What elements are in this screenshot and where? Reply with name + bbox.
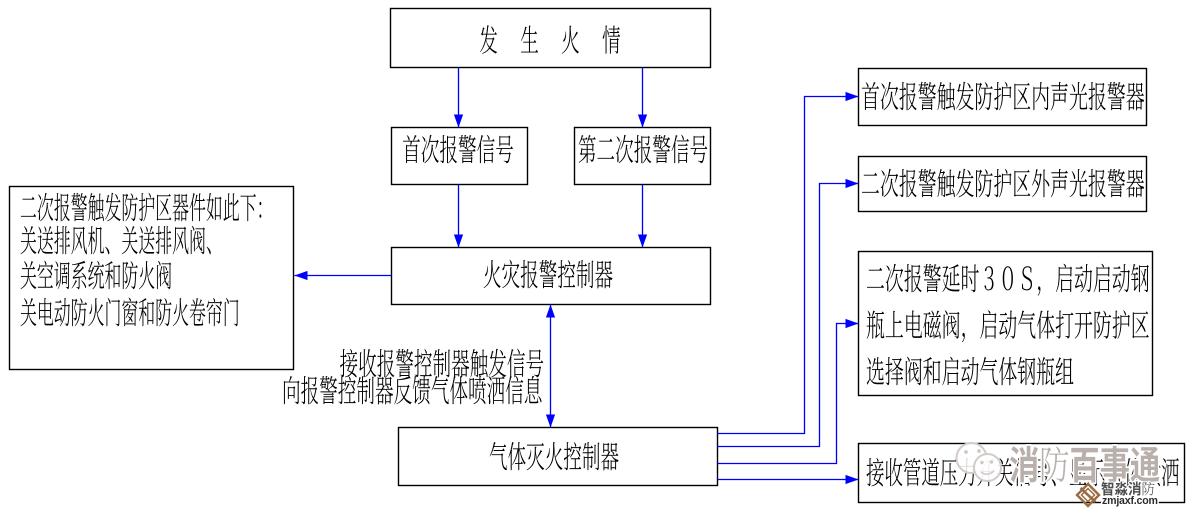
svg-text:zmjaxf.com: zmjaxf.com [1102,495,1158,507]
